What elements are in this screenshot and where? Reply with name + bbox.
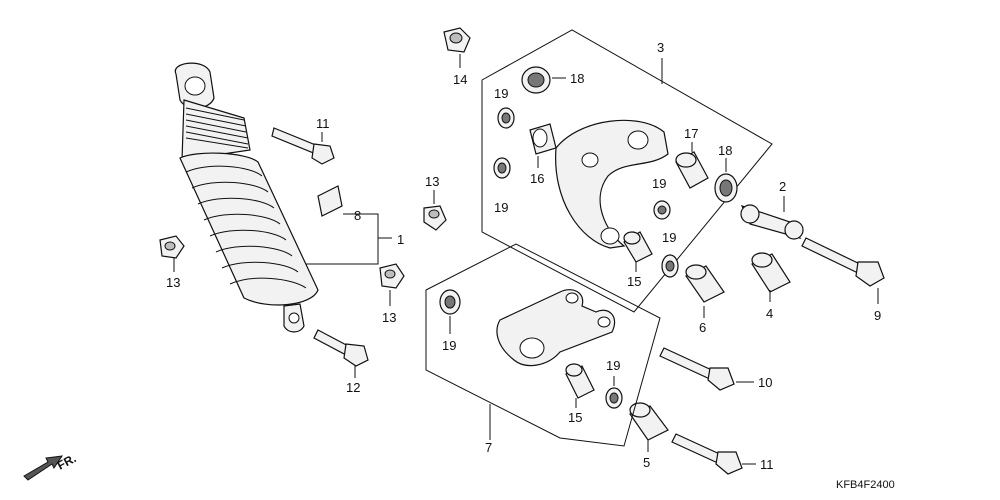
callout-8: 8 <box>354 208 361 223</box>
bolt-11-lower[interactable] <box>671 433 743 475</box>
shock-arm-assembly-outline <box>481 29 773 313</box>
callout-18-upper: 18 <box>570 71 584 86</box>
callout-19-b: 19 <box>494 200 508 215</box>
collar-15-upper[interactable] <box>623 231 653 263</box>
seal-19-a[interactable] <box>497 107 515 129</box>
callout-19-f: 19 <box>606 358 620 373</box>
bearing-18-upper[interactable] <box>521 66 551 94</box>
shock-label-sticker[interactable] <box>317 185 343 217</box>
nut-13-middle[interactable] <box>423 205 447 231</box>
nut-14[interactable] <box>443 27 471 53</box>
callout-13-middle: 13 <box>425 174 439 189</box>
seal-19-f[interactable] <box>605 387 623 409</box>
callout-16: 16 <box>530 171 544 186</box>
shock-arm[interactable] <box>555 119 669 249</box>
connecting-rod-assembly-outline <box>425 243 661 447</box>
bolt-11-upper[interactable] <box>271 127 335 165</box>
callout-19-e: 19 <box>442 338 456 353</box>
callout-3: 3 <box>657 40 664 55</box>
nut-13-left[interactable] <box>159 235 185 259</box>
callout-10: 10 <box>758 375 772 390</box>
diagram-code: KFB4F2400 <box>836 479 895 491</box>
callout-19-c: 19 <box>652 176 666 191</box>
bearing-16[interactable] <box>529 123 557 155</box>
callout-13-lower: 13 <box>382 310 396 325</box>
collar-4[interactable] <box>751 252 791 293</box>
seal-19-e[interactable] <box>439 289 461 315</box>
callout-15-upper: 15 <box>627 274 641 289</box>
bolt-12[interactable] <box>313 329 369 367</box>
callout-4: 4 <box>766 306 773 321</box>
seal-19-d[interactable] <box>661 254 679 278</box>
leader-1-group <box>306 213 392 265</box>
collar-2[interactable] <box>740 204 804 240</box>
collar-5[interactable] <box>629 402 669 441</box>
bolt-9[interactable] <box>801 237 885 287</box>
callout-15-lower: 15 <box>568 410 582 425</box>
front-direction-label: FR. <box>55 451 79 472</box>
callout-5: 5 <box>643 455 650 470</box>
callout-9: 9 <box>874 308 881 323</box>
seal-19-c[interactable] <box>653 200 671 220</box>
connecting-rod[interactable] <box>496 289 616 367</box>
nut-13-lower[interactable] <box>379 263 405 289</box>
callout-14: 14 <box>453 72 467 87</box>
callout-13-left: 13 <box>166 275 180 290</box>
callout-17: 17 <box>684 126 698 141</box>
callout-11-upper: 11 <box>316 116 330 131</box>
rear-shock-absorber[interactable] <box>174 62 319 333</box>
front-direction-arrow-icon <box>23 455 64 481</box>
bearing-18-right[interactable] <box>714 173 738 203</box>
collar-6[interactable] <box>685 264 725 303</box>
callout-11-lower: 11 <box>760 457 774 472</box>
collar-17[interactable] <box>675 151 709 189</box>
callout-1: 1 <box>397 232 404 247</box>
callout-7: 7 <box>485 440 492 455</box>
callout-18-right: 18 <box>718 143 732 158</box>
seal-19-b[interactable] <box>493 157 511 179</box>
bolt-10[interactable] <box>659 347 735 391</box>
callout-19-d: 19 <box>662 230 676 245</box>
callout-12: 12 <box>346 380 360 395</box>
callout-19-a: 19 <box>494 86 508 101</box>
callout-2: 2 <box>779 179 786 194</box>
callout-6: 6 <box>699 320 706 335</box>
collar-15-lower[interactable] <box>565 363 595 399</box>
